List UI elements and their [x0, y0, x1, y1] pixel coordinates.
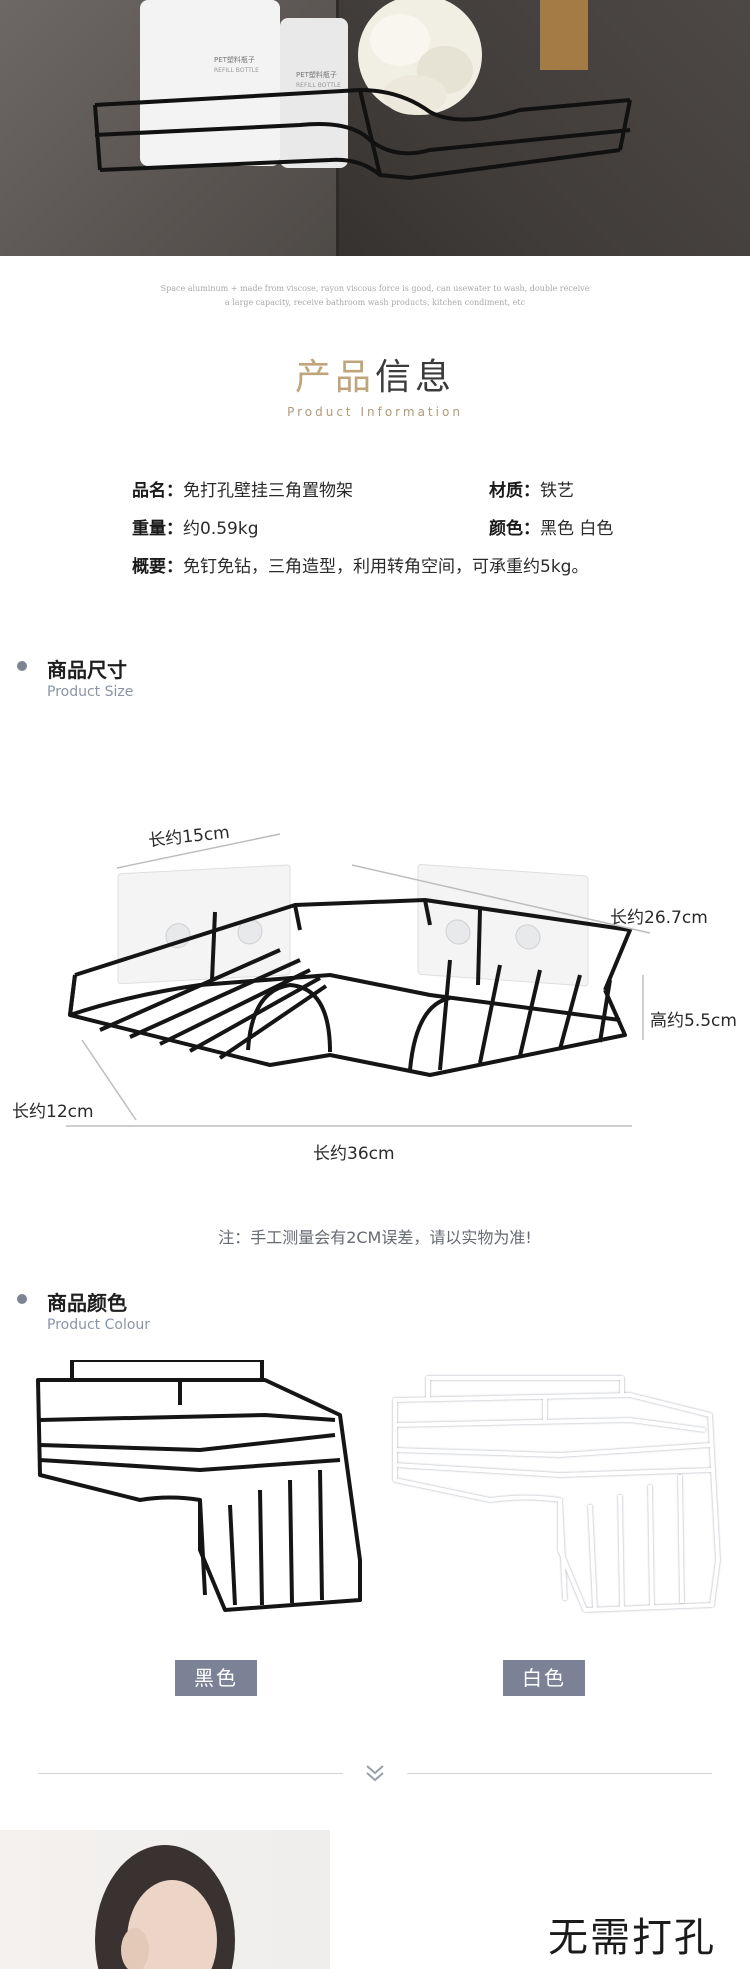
divider-right — [407, 1773, 712, 1774]
tagline: Space aluminum + made from viscose, rayo… — [150, 282, 600, 310]
spec-color: 颜色：黑色 白色 — [489, 514, 613, 539]
colour-section-title: 商品颜色 — [47, 1291, 127, 1315]
spec-summary-key: 概要： — [132, 557, 183, 577]
woman-illustration — [95, 1830, 750, 1969]
spec-color-value: 黑色 白色 — [540, 519, 614, 539]
hero-shower-puff — [358, 0, 482, 115]
hero-photo: PET塑料瓶子 REFILL BOTTLE PET塑料瓶子 REFILL BOT… — [0, 0, 750, 256]
hero-bottle-2-label: PET塑料瓶子 — [296, 70, 337, 79]
size-dimension-lines — [66, 833, 651, 1127]
spec-material: 材质：铁艺 — [489, 476, 574, 501]
black-colour-label: 黑色 — [175, 1660, 257, 1696]
dim-line-left-depth — [81, 1039, 137, 1121]
dim-line-right-depth — [351, 864, 651, 934]
spec-weight-key: 重量： — [132, 519, 183, 539]
size-suction-plate-right — [417, 863, 589, 987]
white-colour-label: 白色 — [503, 1660, 585, 1696]
dim-right-depth-label: 长约26.7cm — [610, 908, 708, 928]
white-rack — [393, 1376, 720, 1612]
size-suction-plate-left — [117, 864, 291, 985]
hero-bottle-2-sublabel: REFILL BOTTLE — [296, 82, 341, 89]
product-info-title-part1: 产品 — [294, 357, 375, 398]
product-info-title: 产品信息 — [0, 348, 750, 400]
spec-weight: 重量：约0.59kg — [132, 514, 259, 539]
bottom-photo — [0, 1830, 750, 1969]
spec-material-value: 铁艺 — [540, 481, 574, 501]
hero-rack-wire — [93, 87, 632, 181]
hero-bottle-1-sublabel: REFILL BOTTLE — [214, 67, 259, 74]
dim-height-label: 高约5.5cm — [650, 1011, 737, 1031]
tagline-line-1: Space aluminum + made from viscose, rayo… — [160, 284, 590, 293]
colour-racks — [36, 1360, 720, 1612]
spec-color-key: 颜色： — [489, 519, 540, 539]
spec-material-key: 材质： — [489, 481, 540, 501]
divider-left — [38, 1773, 343, 1774]
bottom-title: 无需打孔 — [548, 1915, 716, 1961]
dim-line-top-left — [116, 833, 281, 869]
product-info-title-part2: 信息 — [375, 357, 456, 398]
tagline-line-2: a large capacity, receive bathroom wash … — [224, 298, 526, 307]
dim-bottom-length-label: 长约36cm — [313, 1144, 395, 1164]
hero-rack-illustration: PET塑料瓶子 REFILL BOTTLE PET塑料瓶子 REFILL BOT… — [93, 0, 632, 181]
size-diagram — [66, 833, 651, 1127]
hero-hook-plate — [540, 0, 588, 70]
spec-weight-value: 约0.59kg — [183, 519, 259, 539]
size-section-title: 商品尺寸 — [47, 658, 127, 682]
measurement-note: 注：手工测量会有2CM误差，请以实物为准! — [218, 1228, 532, 1247]
colour-section-dot — [17, 1294, 27, 1304]
spec-name-key: 品名： — [132, 481, 183, 501]
spec-summary: 概要：免钉免钻，三角造型，利用转角空间，可承重约5kg。 — [132, 552, 588, 577]
size-rack-wire — [68, 898, 632, 1077]
chevron-down-icon — [366, 1765, 384, 1782]
hero-bottle-1 — [140, 0, 280, 166]
spec-name: 品名：免打孔壁挂三角置物架 — [132, 476, 353, 501]
dim-left-depth-label: 长约12cm — [12, 1102, 94, 1122]
spec-name-value: 免打孔壁挂三角置物架 — [183, 481, 353, 501]
size-section-subtitle: Product Size — [47, 684, 134, 700]
hero-bottle-1-label: PET塑料瓶子 — [214, 55, 255, 64]
black-rack — [36, 1360, 362, 1612]
product-info-subtitle: Product Information — [287, 405, 463, 419]
colour-section-subtitle: Product Colour — [47, 1317, 151, 1333]
size-section-dot — [17, 661, 27, 671]
spec-summary-value: 免钉免钻，三角造型，利用转角空间，可承重约5kg。 — [183, 557, 589, 577]
